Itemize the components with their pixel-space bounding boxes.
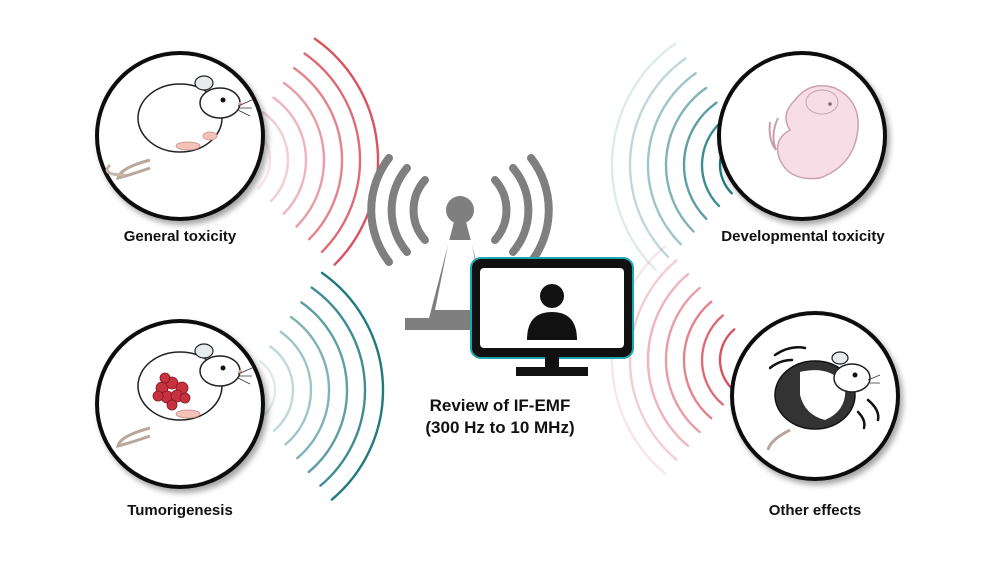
wave-arc xyxy=(664,86,708,233)
wave-arc xyxy=(718,328,736,392)
wave-arc xyxy=(664,286,701,434)
wave-arc xyxy=(628,259,678,461)
center-title-line1: Review of IF-EMF xyxy=(430,396,571,415)
center-title-line2: (300 Hz to 10 MHz) xyxy=(425,418,574,437)
wave-arc xyxy=(682,300,713,420)
shaking-mouse-icon xyxy=(766,346,881,451)
mouse-with-tumor-icon xyxy=(116,343,253,449)
wave-arc xyxy=(282,81,326,228)
wave-arc xyxy=(628,57,687,259)
wave-arc xyxy=(310,286,367,487)
wave-arc xyxy=(682,101,718,220)
wave-arc xyxy=(610,245,667,475)
wave-arc xyxy=(700,116,728,208)
panel-general-toxicity: General toxicity xyxy=(95,51,265,245)
panel-developmental-toxicity: Developmental toxicity xyxy=(717,51,887,245)
panel-label: General toxicity xyxy=(124,228,237,245)
wave-signal-bottom-left xyxy=(258,271,385,501)
wave-arc xyxy=(320,271,385,501)
wave-arc xyxy=(610,42,677,271)
wave-arc xyxy=(258,360,277,419)
wave-arc xyxy=(289,315,331,460)
panel-tumorigenesis: Tumorigenesis xyxy=(95,319,265,519)
wave-signal-bottom-right xyxy=(610,245,736,475)
wave-arc xyxy=(279,330,313,446)
panel-other-effects: Other effects xyxy=(730,311,900,519)
wave-arc xyxy=(300,301,349,474)
wave-arc xyxy=(272,96,308,215)
wave-arc xyxy=(313,37,380,266)
wave-arc xyxy=(303,52,362,254)
wave-arc xyxy=(700,314,724,406)
monitor-person-icon xyxy=(470,257,634,376)
wave-arc xyxy=(293,67,344,241)
wave-arc xyxy=(262,111,290,203)
panel-label: Other effects xyxy=(769,502,862,519)
wave-arc xyxy=(646,72,697,246)
wave-signal-top-left xyxy=(251,37,380,266)
mouse-embryo-icon xyxy=(768,85,859,180)
wave-signal-top-right xyxy=(610,42,739,271)
panel-label: Tumorigenesis xyxy=(127,502,233,519)
panel-label: Developmental toxicity xyxy=(721,228,885,245)
wave-arc xyxy=(269,345,295,432)
mouse-icon xyxy=(105,75,253,181)
wave-arc xyxy=(646,273,690,447)
